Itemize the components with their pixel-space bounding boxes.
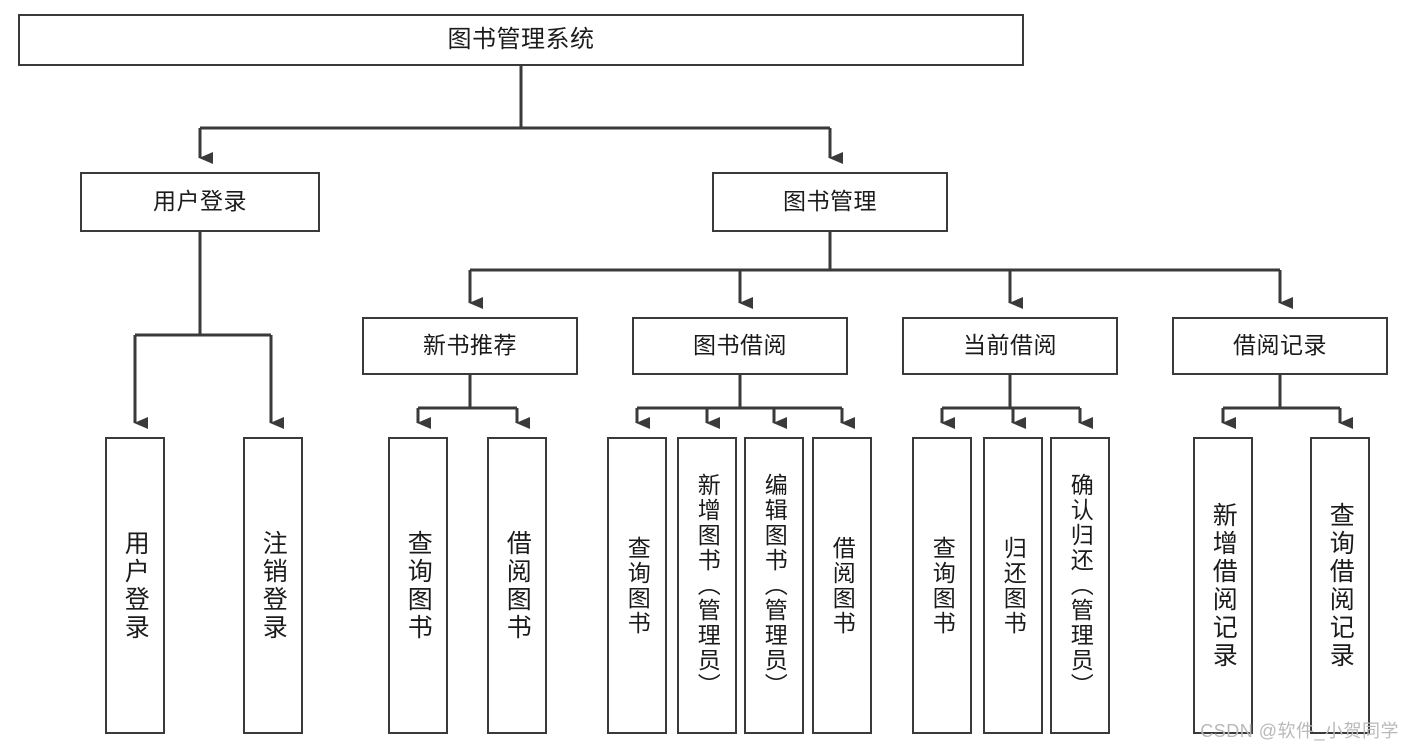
node-book-management[interactable]: 图书管理 — [712, 172, 948, 232]
leaf-add-borrow-record-label: 新增借阅记录 — [1209, 501, 1238, 670]
leaf-borrow-book-label: 借阅图书 — [829, 535, 856, 636]
leaf-add-book-admin[interactable]: 新增图书（管理员） — [677, 437, 737, 734]
leaf-logout-login[interactable]: 注销登录 — [243, 437, 303, 734]
leaf-confirm-return-admin[interactable]: 确认归还（管理员） — [1050, 437, 1110, 734]
leaf-query-book-current-label: 查询图书 — [929, 535, 956, 636]
node-root[interactable]: 图书管理系统 — [18, 14, 1024, 66]
leaf-return-book-label: 归还图书 — [1000, 535, 1027, 636]
leaf-borrow-book-recommend-label: 借阅图书 — [503, 529, 532, 642]
leaf-add-borrow-record[interactable]: 新增借阅记录 — [1193, 437, 1253, 734]
leaf-edit-book-admin[interactable]: 编辑图书（管理员） — [744, 437, 804, 734]
leaf-confirm-return-admin-label: 确认归还（管理员） — [1067, 473, 1094, 698]
leaf-borrow-book-recommend[interactable]: 借阅图书 — [487, 437, 547, 734]
node-book-borrow[interactable]: 图书借阅 — [632, 317, 848, 375]
node-user-login[interactable]: 用户登录 — [80, 172, 320, 232]
leaf-query-book-recommend[interactable]: 查询图书 — [388, 437, 448, 734]
leaf-add-book-admin-label: 新增图书（管理员） — [694, 473, 721, 698]
leaf-query-book-recommend-label: 查询图书 — [404, 529, 433, 642]
leaf-borrow-book[interactable]: 借阅图书 — [812, 437, 872, 734]
node-borrow-record[interactable]: 借阅记录 — [1172, 317, 1388, 375]
node-current-borrow-label: 当前借阅 — [963, 332, 1057, 359]
leaf-query-borrow-record-label: 查询借阅记录 — [1326, 501, 1355, 670]
leaf-logout-login-label: 注销登录 — [259, 529, 288, 642]
leaf-query-borrow-record[interactable]: 查询借阅记录 — [1310, 437, 1370, 734]
node-user-login-label: 用户登录 — [153, 188, 247, 215]
leaf-query-book-borrow-label: 查询图书 — [624, 535, 651, 636]
node-book-management-label: 图书管理 — [783, 188, 877, 215]
leaf-query-book-current[interactable]: 查询图书 — [912, 437, 972, 734]
node-borrow-record-label: 借阅记录 — [1233, 332, 1327, 359]
leaf-query-book-borrow[interactable]: 查询图书 — [607, 437, 667, 734]
node-book-borrow-label: 图书借阅 — [693, 332, 787, 359]
node-root-label: 图书管理系统 — [447, 25, 595, 53]
leaf-user-login-label: 用户登录 — [121, 529, 150, 642]
leaf-user-login[interactable]: 用户登录 — [105, 437, 165, 734]
leaf-return-book[interactable]: 归还图书 — [983, 437, 1043, 734]
csdn-watermark: CSDN @软件_小贺同学 — [1200, 721, 1399, 741]
node-current-borrow[interactable]: 当前借阅 — [902, 317, 1118, 375]
node-new-book-recommend[interactable]: 新书推荐 — [362, 317, 578, 375]
node-new-book-recommend-label: 新书推荐 — [423, 332, 517, 359]
leaf-edit-book-admin-label: 编辑图书（管理员） — [761, 473, 788, 698]
